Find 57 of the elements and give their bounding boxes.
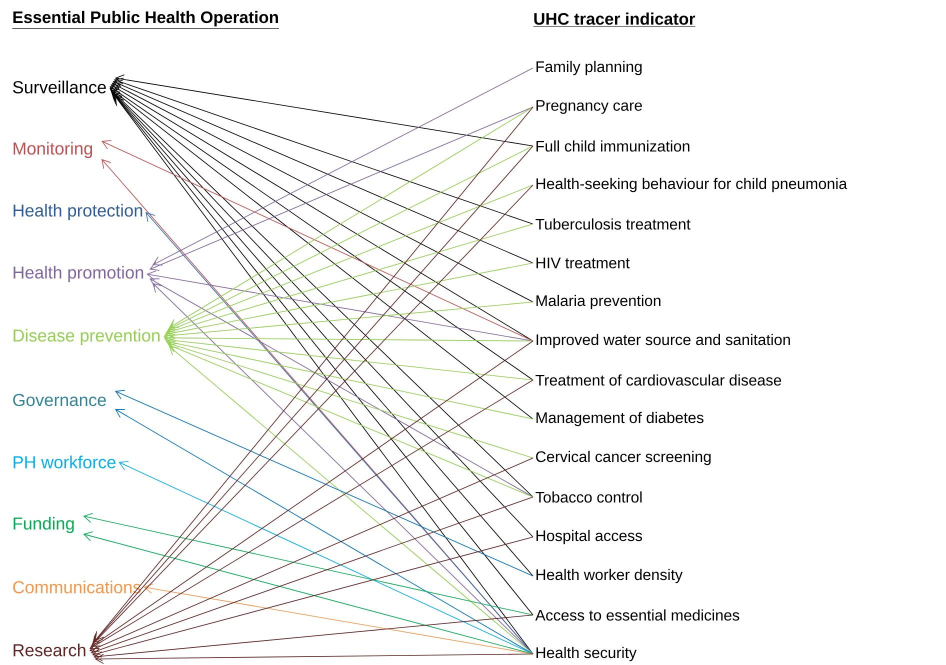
arrow [114,390,534,576]
arrow [114,74,534,146]
arrow [144,584,534,654]
arrow [83,512,534,616]
arrow [168,343,534,498]
arrow [166,340,534,458]
indicator-label: Access to essential medicines [535,609,740,621]
operation-label: PH workforce [14,456,116,468]
indicator-label: Management of diabetes [536,412,704,426]
indicator-label: Malaria prevention [536,294,660,310]
arrow [114,78,534,224]
indicator-label: Tobacco control [536,491,642,503]
column-heading: UHC tracer indicator [533,12,696,27]
indicator-label: Family planning [536,60,642,76]
arrow [166,224,534,336]
arrow [112,80,534,264]
arrow [101,140,534,342]
arrow [94,654,534,664]
arrow [163,332,534,343]
arrow [90,496,534,655]
arrow [93,614,534,662]
column-heading: Essential Public Health Operation [12,10,280,29]
arrow [112,82,534,302]
arrow [168,346,534,654]
operation-label: Surveillance [13,80,106,94]
arrow [164,335,534,380]
arrow [166,338,534,420]
arrow [152,68,534,266]
arrow [164,262,534,338]
arrow [146,212,534,654]
indicator-label: HIV treatment [536,258,630,268]
operation-label: Research [14,644,86,656]
indicator-label: Health-seeking behaviour for child pneumonia [536,178,848,192]
arrow [168,106,534,328]
indicator-label: Improved water source and sanitation [536,334,790,348]
indicator-label: Health worker density [536,568,683,584]
operation-label: Health protection [14,204,142,220]
indicator-label: Tuberculosis treatment [536,218,690,230]
indicator-label: Hospital access [536,530,642,544]
operation-label: Funding [14,516,74,534]
indicator-label: Pregnancy care [536,100,642,114]
arrow [150,106,534,271]
arrow [114,409,534,654]
arrow [150,278,534,498]
arrow [152,283,534,654]
arrow [163,302,534,340]
operation-label: Health promotion [14,266,144,282]
arrow [166,184,534,333]
arrow [168,146,534,330]
indicator-label: Health security [536,646,637,662]
arrow [146,270,534,342]
indicator-label: Treatment of cardiovascular disease [536,374,782,386]
indicator-label: Cervical cancer screening [536,450,711,466]
operation-label: Monitoring [14,142,92,158]
operation-label: Governance [13,394,106,406]
indicator-label: Full child immunization [536,140,690,152]
operation-label: Disease prevention [14,328,160,346]
